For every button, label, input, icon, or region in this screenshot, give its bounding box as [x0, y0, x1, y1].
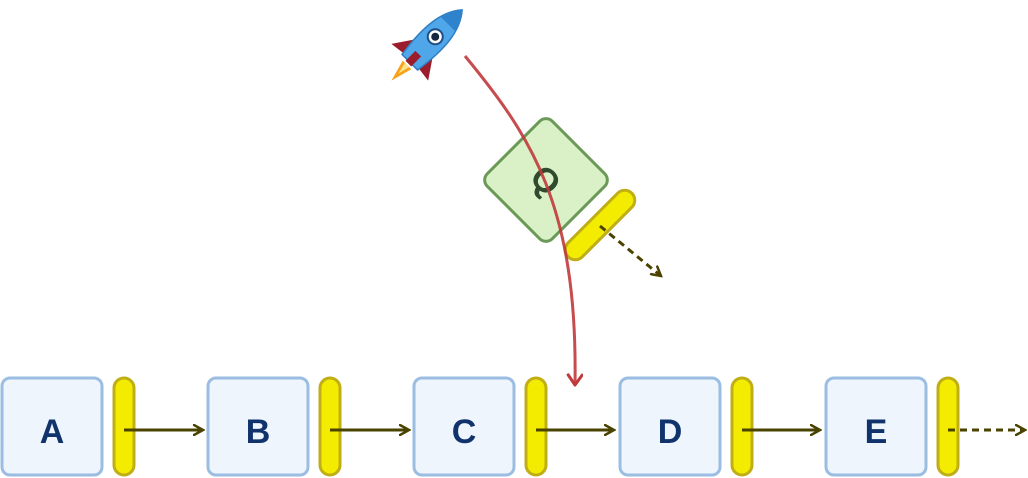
insertion-trajectory	[463, 55, 575, 385]
node-e: E	[824, 376, 928, 477]
node-c: C	[412, 376, 516, 477]
node-d-label: D	[658, 413, 683, 451]
node-e-label: E	[865, 413, 888, 451]
node-c-label: C	[452, 413, 477, 451]
pointer-a	[112, 376, 136, 477]
node-a: A	[0, 376, 104, 477]
node-d: D	[618, 376, 722, 477]
node-a-label: A	[40, 413, 65, 451]
rocket-icon	[391, 9, 463, 81]
node-b: B	[206, 376, 310, 477]
pointer-d	[730, 376, 754, 477]
floating-pointer	[563, 188, 637, 262]
pointer-e	[936, 376, 960, 477]
floating-dashed-arrow	[599, 224, 661, 276]
pointer-b	[318, 376, 342, 477]
node-b-label: B	[246, 413, 271, 451]
pointer-c	[524, 376, 548, 477]
